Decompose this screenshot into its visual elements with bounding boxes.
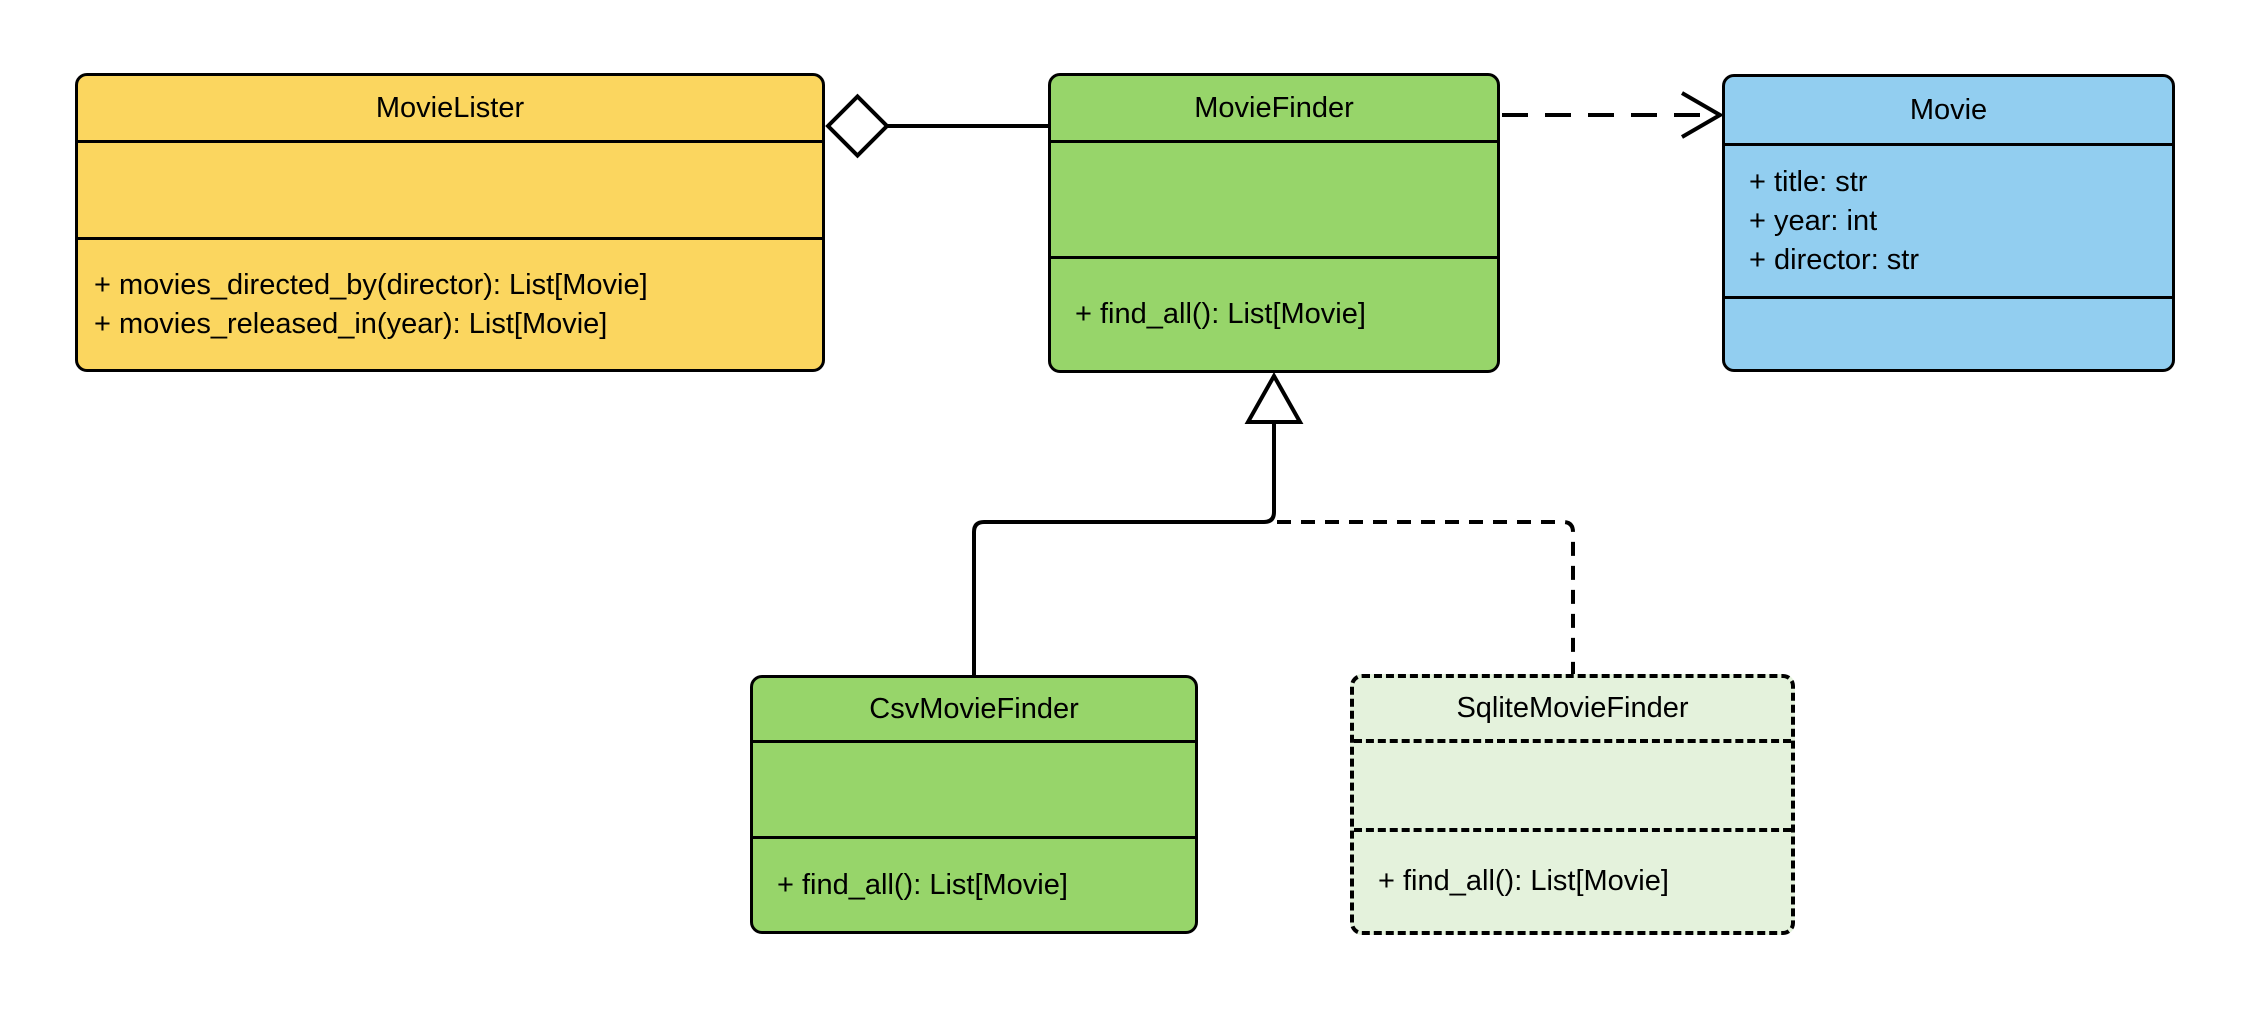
method-label: + movies_directed_by(director): List[Mov… bbox=[94, 268, 648, 301]
inheritance-solid-line bbox=[972, 422, 1276, 677]
class-title: CsvMovieFinder bbox=[753, 678, 1195, 743]
class-title: Movie bbox=[1725, 77, 2172, 146]
attribute-label: + year: int bbox=[1749, 204, 1878, 237]
attribute-label: + director: str bbox=[1749, 243, 1920, 276]
attributes-compartment bbox=[753, 743, 1195, 839]
dependency-open-arrowhead-icon bbox=[1680, 91, 1724, 139]
class-movielister: MovieLister + movies_directed_by(directo… bbox=[75, 73, 825, 372]
inheritance-connector-csv bbox=[972, 422, 1276, 677]
methods-compartment: + find_all(): List[Movie] bbox=[1051, 259, 1497, 370]
class-moviefinder: MovieFinder + find_all(): List[Movie] bbox=[1048, 73, 1500, 373]
attributes-compartment bbox=[78, 143, 822, 240]
class-movie: Movie + title: str + year: int + directo… bbox=[1722, 74, 2175, 372]
class-title: SqliteMovieFinder bbox=[1354, 678, 1791, 743]
class-title: MovieFinder bbox=[1051, 76, 1497, 143]
methods-compartment: + movies_directed_by(director): List[Mov… bbox=[78, 240, 822, 369]
inheritance-connector-sqlite bbox=[1277, 520, 1575, 676]
dependency-connector bbox=[1502, 91, 1724, 139]
aggregation-diamond-icon bbox=[825, 93, 890, 159]
attributes-compartment bbox=[1051, 143, 1497, 259]
method-label: + find_all(): List[Movie] bbox=[777, 868, 1068, 901]
attribute-label: + title: str bbox=[1749, 165, 1868, 198]
inheritance-triangle-icon bbox=[1244, 371, 1304, 424]
class-title: MovieLister bbox=[78, 76, 822, 143]
attributes-compartment bbox=[1354, 743, 1791, 832]
inheritance-dashed-line bbox=[1277, 520, 1575, 676]
method-label: + movies_released_in(year): List[Movie] bbox=[94, 307, 608, 340]
methods-compartment: + find_all(): List[Movie] bbox=[753, 839, 1195, 931]
methods-compartment: + find_all(): List[Movie] bbox=[1354, 832, 1791, 931]
class-csvmoviefinder: CsvMovieFinder + find_all(): List[Movie] bbox=[750, 675, 1198, 934]
methods-compartment bbox=[1725, 299, 2172, 369]
aggregation-connector bbox=[825, 93, 1050, 159]
class-sqlitemoviefinder: SqliteMovieFinder + find_all(): List[Mov… bbox=[1350, 674, 1795, 935]
attributes-compartment: + title: str + year: int + director: str bbox=[1725, 146, 2172, 299]
method-label: + find_all(): List[Movie] bbox=[1378, 865, 1669, 897]
method-label: + find_all(): List[Movie] bbox=[1075, 298, 1366, 330]
